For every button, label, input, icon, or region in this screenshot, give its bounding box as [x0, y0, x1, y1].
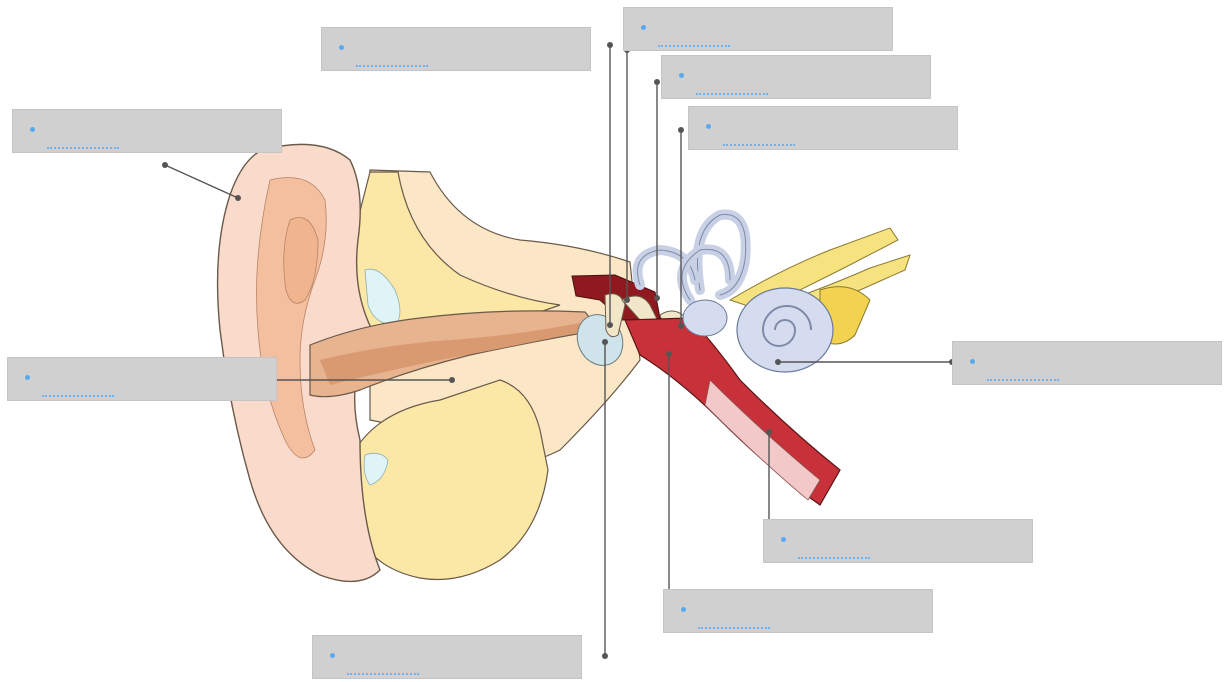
label-bullet	[330, 653, 335, 658]
label-box-incus[interactable]	[321, 27, 591, 71]
label-bullet	[30, 127, 35, 132]
leader-pinna	[165, 165, 238, 198]
leader-semicircular-canals-start-dot	[678, 127, 684, 133]
label-box-middle-ear-cavity[interactable]	[663, 589, 933, 633]
label-bullet	[781, 537, 786, 542]
leader-malleus-end-dot	[624, 297, 630, 303]
leader-cochlea-end-dot	[775, 359, 781, 365]
label-bullet	[25, 375, 30, 380]
leader-eardrum-start-dot	[602, 653, 608, 659]
label-answer-line	[658, 45, 730, 47]
label-box-cochlea[interactable]	[952, 341, 1222, 385]
label-bullet	[641, 25, 646, 30]
label-answer-line	[987, 379, 1059, 381]
leader-eardrum-end-dot	[602, 339, 608, 345]
leader-pinna-end-dot	[235, 195, 241, 201]
leader-middle-ear-cavity-end-dot	[666, 351, 672, 357]
label-box-stapes[interactable]	[661, 55, 931, 99]
cochlea	[737, 288, 833, 372]
label-bullet	[681, 607, 686, 612]
label-box-eardrum[interactable]	[312, 635, 582, 679]
leader-eustachian-tube-end-dot	[766, 429, 772, 435]
label-answer-line	[723, 144, 795, 146]
vestibule	[683, 300, 727, 336]
leader-stapes-end-dot	[654, 295, 660, 301]
label-box-pinna[interactable]	[12, 109, 282, 153]
label-answer-line	[47, 147, 119, 149]
label-answer-line	[798, 557, 870, 559]
label-bullet	[970, 359, 975, 364]
label-box-eustachian-tube[interactable]	[763, 519, 1033, 563]
leader-stapes-start-dot	[654, 79, 660, 85]
label-answer-line	[356, 65, 428, 67]
label-box-ear-canal[interactable]	[7, 357, 277, 401]
label-bullet	[706, 124, 711, 129]
label-box-semicircular-canals[interactable]	[688, 106, 958, 150]
semicircular-canals	[638, 215, 746, 300]
label-answer-line	[696, 93, 768, 95]
leader-semicircular-canals-end-dot	[678, 323, 684, 329]
label-answer-line	[698, 627, 770, 629]
leader-pinna-start-dot	[162, 162, 168, 168]
leader-incus-start-dot	[607, 42, 613, 48]
leader-ear-canal-end-dot	[449, 377, 455, 383]
label-bullet	[679, 73, 684, 78]
leader-incus-end-dot	[607, 322, 613, 328]
label-bullet	[339, 45, 344, 50]
label-box-malleus[interactable]	[623, 7, 893, 51]
label-answer-line	[42, 395, 114, 397]
label-answer-line	[347, 673, 419, 675]
